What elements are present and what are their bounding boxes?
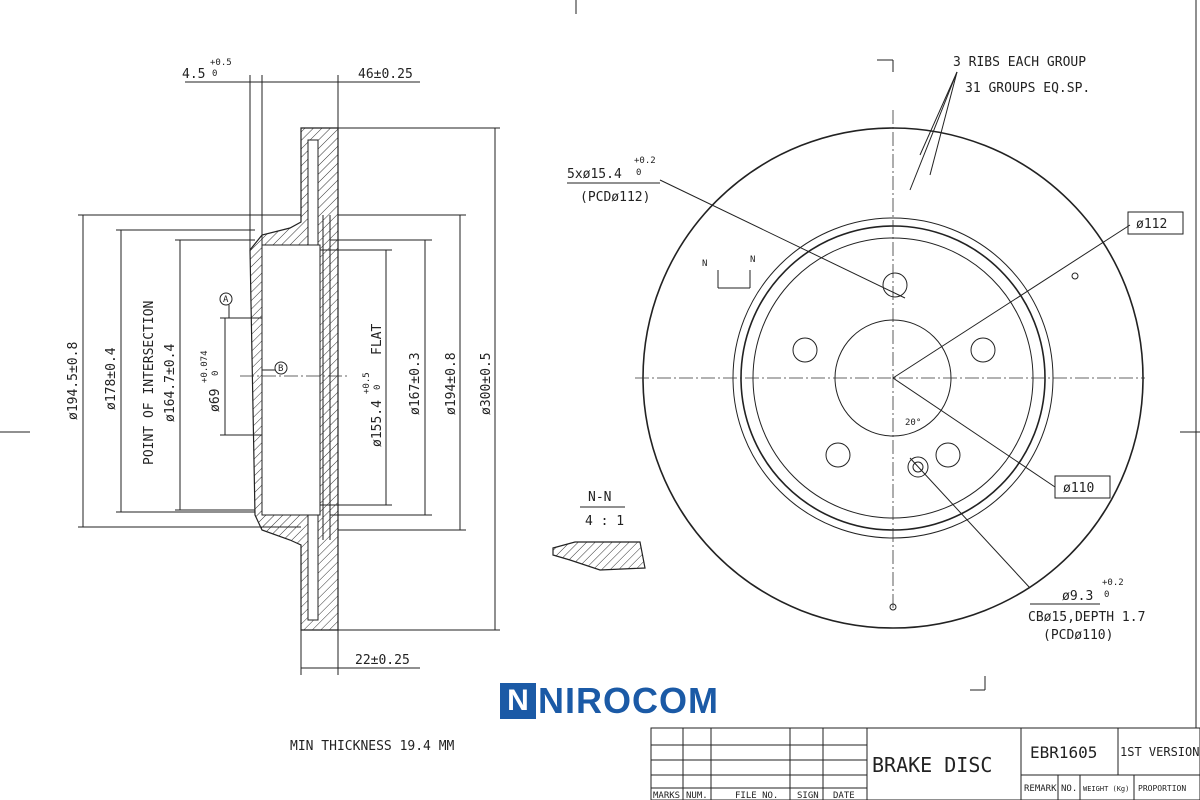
title-block	[650, 727, 1200, 800]
dim-box-112: ø112	[1136, 217, 1167, 232]
detail-scale: 4 : 1	[585, 514, 624, 529]
dim-155-4: ø155.4	[370, 400, 385, 447]
title-block-text: MARKS NUM. FILE NO. SIGN DATE BRAKE DISC…	[653, 743, 1199, 800]
dim-4-5-tol-bot: 0	[212, 69, 217, 79]
dim-69-tol-bot: 0	[211, 371, 221, 376]
section-n-left: N	[702, 259, 707, 269]
dim-167: ø167±0.3	[408, 352, 423, 415]
dim-4-5: 4.5	[182, 67, 205, 82]
col-no: NO.	[1061, 784, 1077, 794]
dim-box-110: ø110	[1063, 481, 1094, 496]
bolt-holes-tol-bot: 0	[636, 168, 641, 178]
dim-69: ø69	[208, 389, 223, 412]
dim-178: ø178±0.4	[104, 347, 119, 410]
front-view: ø112 ø110 3 RIBS EACH GROUP 31 GROUPS EQ…	[552, 55, 1184, 691]
small-hole-dim: ø9.3	[1062, 589, 1093, 604]
header-num: NUM.	[686, 791, 708, 800]
counterbore-note: CBø15,DEPTH 1.7	[1028, 610, 1145, 625]
datum-b-label: B	[278, 364, 283, 374]
point-of-intersection-label: POINT OF INTERSECTION	[142, 301, 157, 465]
dim-46: 46±0.25	[358, 67, 413, 82]
dim-22: 22±0.25	[355, 653, 410, 668]
dim-155-4-tol-bot: 0	[373, 385, 383, 390]
detail-title: N-N	[588, 490, 611, 505]
section-n-right: N	[750, 255, 755, 265]
small-hole-tol-bot: 0	[1104, 590, 1109, 600]
flat-label: FLAT	[370, 324, 385, 355]
ribs-note-2: 31 GROUPS EQ.SP.	[965, 81, 1090, 96]
col-weight: WEIGHT (Kg)	[1083, 785, 1129, 793]
bolt-holes-pcd: (PCDø112)	[580, 190, 650, 205]
col-remark: REMARK	[1024, 784, 1057, 794]
watermark-text: NIROCOM	[538, 680, 719, 721]
drawing-title: BRAKE DISC	[872, 753, 992, 777]
dim-194-5: ø194.5±0.8	[66, 342, 81, 420]
header-sign: SIGN	[797, 791, 819, 800]
small-hole-tol-top: +0.2	[1102, 578, 1124, 588]
dim-155-4-tol-top: +0.5	[362, 372, 372, 394]
section-view: A B 4.5 +0.5 0 46±0.25 22±0.25 ø194.5±0.…	[66, 58, 500, 754]
col-proportion: PROPORTION	[1138, 784, 1186, 793]
angle-label: 20°	[905, 418, 921, 428]
logo-icon: N	[500, 683, 536, 719]
header-marks: MARKS	[653, 791, 680, 800]
ribs-note-1: 3 RIBS EACH GROUP	[953, 55, 1086, 70]
dim-4-5-tol-top: +0.5	[210, 58, 232, 68]
version: 1ST VERSION	[1120, 745, 1199, 759]
min-thickness-note: MIN THICKNESS 19.4 MM	[290, 739, 455, 754]
watermark-logo: N NIROCOM	[500, 680, 719, 722]
header-file-no: FILE NO.	[735, 791, 778, 800]
sheet-frame	[0, 0, 1200, 728]
header-date: DATE	[833, 791, 855, 800]
dim-300: ø300±0.5	[479, 352, 494, 415]
dim-194: ø194±0.8	[444, 352, 459, 415]
dim-164-7: ø164.7±0.4	[163, 344, 178, 422]
bolt-holes-dim: 5xø15.4	[567, 167, 622, 182]
part-number: EBR1605	[1030, 743, 1097, 762]
datum-a-label: A	[223, 295, 229, 305]
bolt-holes-tol-top: +0.2	[634, 156, 656, 166]
dim-69-tol-top: +0.074	[200, 350, 210, 383]
small-hole-pcd: (PCDø110)	[1043, 628, 1113, 643]
